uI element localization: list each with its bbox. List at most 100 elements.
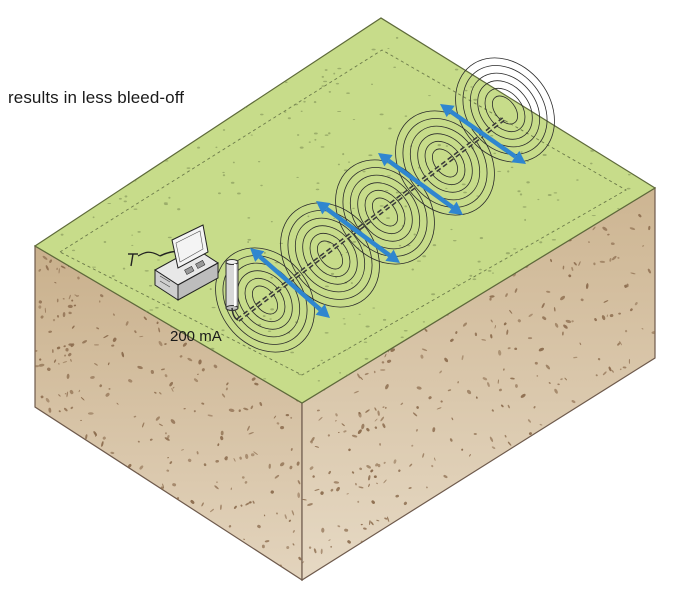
soil-speckle: [368, 483, 370, 488]
surface-speckle: [479, 236, 484, 240]
surface-speckle: [477, 260, 481, 263]
soil-speckle: [128, 379, 133, 383]
surface-speckle: [103, 241, 107, 244]
soil-speckle: [35, 571, 39, 574]
soil-speckle: [150, 569, 154, 575]
soil-speckle: [501, 574, 507, 578]
soil-speckle: [615, 537, 618, 540]
surface-speckle: [576, 179, 579, 181]
soil-speckle: [316, 409, 320, 412]
soil-speckle: [243, 549, 248, 554]
soil-speckle: [156, 553, 159, 559]
anode-cylinder-icon: [225, 259, 239, 321]
wave-ring: [477, 80, 533, 140]
surface-speckle: [352, 240, 357, 243]
surface-speckle: [524, 218, 527, 222]
soil-speckle: [335, 413, 338, 417]
surface-speckle: [321, 85, 325, 87]
soil-speckle: [357, 429, 362, 435]
soil-speckle: [549, 531, 554, 537]
wave-ring: [316, 240, 344, 270]
soil-speckle: [59, 488, 63, 492]
surface-speckle: [416, 260, 421, 262]
surface-speckle: [197, 146, 201, 149]
soil-speckle: [424, 328, 428, 332]
soil-speckle: [411, 444, 414, 447]
soil-speckle: [243, 538, 246, 540]
soil-speckle: [162, 483, 164, 489]
soil-speckle: [71, 485, 76, 489]
surface-speckle: [470, 86, 473, 88]
surface-speckle: [346, 92, 350, 94]
soil-speckle: [37, 507, 42, 510]
soil-speckle: [214, 555, 218, 558]
surface-speckle: [371, 83, 374, 86]
soil-speckle: [65, 485, 69, 492]
soil-speckle: [609, 257, 612, 262]
soil-speckle: [529, 529, 534, 533]
soil-speckle: [398, 469, 401, 472]
surface-speckle: [404, 115, 408, 117]
soil-speckle: [35, 444, 39, 448]
surface-speckle: [107, 202, 112, 205]
soil-speckle: [169, 461, 173, 465]
surface-speckle: [313, 101, 317, 104]
soil-speckle: [504, 434, 507, 438]
soil-speckle: [573, 356, 578, 359]
soil-speckle: [80, 397, 85, 401]
soil-speckle: [557, 474, 560, 479]
soil-speckle: [566, 488, 570, 493]
soil-speckle: [248, 432, 254, 435]
soil-speckle: [137, 440, 140, 443]
soil-speckle: [651, 393, 655, 397]
surface-speckle: [156, 259, 160, 261]
soil-speckle: [68, 311, 72, 315]
soil-speckle: [341, 423, 345, 427]
soil-speckle: [239, 456, 242, 460]
wave-ring: [309, 232, 351, 278]
surface-speckle: [445, 187, 448, 189]
soil-speckle: [64, 393, 67, 395]
soil-speckle: [104, 500, 110, 504]
soil-speckle: [390, 527, 395, 530]
soil-speckle: [357, 500, 360, 503]
surface-speckle: [186, 167, 191, 169]
soil-speckle: [70, 406, 74, 410]
soil-speckle: [156, 534, 160, 537]
surface-speckle: [335, 82, 340, 85]
soil-speckle: [373, 475, 377, 479]
soil-speckle: [40, 395, 44, 399]
arrow-shaft: [449, 109, 517, 159]
soil-speckle: [96, 486, 102, 489]
soil-speckle: [79, 509, 82, 514]
soil-speckle: [568, 274, 572, 278]
surface-speckle: [454, 68, 459, 71]
soil-speckle: [592, 226, 596, 231]
soil-speckle: [165, 557, 171, 560]
surface-speckle: [215, 146, 218, 149]
wave-ring: [215, 247, 315, 353]
soil-speckle: [641, 328, 644, 330]
soil-speckle: [348, 448, 351, 452]
soil-speckle: [318, 416, 323, 421]
soil-speckle: [353, 390, 359, 394]
soil-speckle: [449, 438, 453, 442]
soil-speckle: [65, 503, 70, 506]
soil-speckle: [296, 461, 300, 466]
soil-speckle: [557, 383, 560, 386]
soil-speckle: [213, 364, 218, 369]
surface-speckle: [134, 180, 137, 182]
soil-speckle: [241, 476, 245, 479]
soil-speckle: [290, 416, 293, 419]
soil-speckle: [111, 344, 115, 347]
soil-speckle: [613, 482, 617, 484]
soil-speckle: [61, 536, 64, 540]
soil-speckle: [108, 536, 112, 539]
surface-speckle: [149, 285, 153, 287]
soil-speckle: [401, 543, 406, 548]
surface-speckle: [91, 266, 97, 268]
arrow-head: [316, 201, 331, 215]
surface-speckle: [308, 141, 311, 143]
soil-speckle: [337, 525, 341, 528]
soil-speckle: [357, 373, 361, 379]
